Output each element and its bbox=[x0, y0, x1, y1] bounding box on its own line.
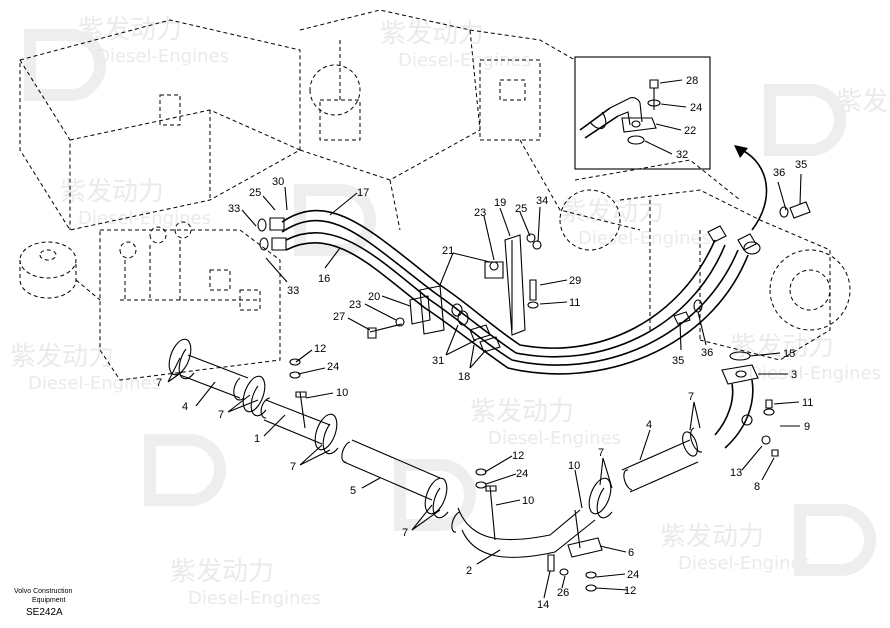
callout-2: 2 bbox=[466, 565, 472, 577]
callout-7: 7 bbox=[218, 409, 224, 421]
callout-20: 20 bbox=[368, 291, 380, 303]
callout-4: 4 bbox=[182, 401, 188, 413]
callout-31: 31 bbox=[432, 355, 444, 367]
watermark-text-en: Diesel-Engines bbox=[678, 553, 811, 574]
watermark-text-cn: 紫发动力 bbox=[836, 87, 890, 117]
callout-27: 27 bbox=[333, 311, 345, 323]
callout-19: 19 bbox=[494, 197, 506, 209]
detail-inset bbox=[574, 56, 711, 170]
callout-13: 13 bbox=[730, 467, 742, 479]
callout-34: 34 bbox=[536, 195, 548, 207]
callout-labels: 28 24 22 32 35 36 25 30 17 33 16 33 19 2… bbox=[156, 75, 813, 611]
right-fittings bbox=[673, 201, 811, 325]
callout-26: 26 bbox=[557, 587, 569, 599]
callout-22: 22 bbox=[684, 125, 696, 137]
callout-35: 35 bbox=[672, 355, 684, 367]
watermark-text-cn: 紫发动力 bbox=[470, 397, 574, 427]
watermark-text-cn: 紫发动力 bbox=[10, 342, 114, 372]
watermark-text-en: Diesel-Engines bbox=[188, 588, 321, 609]
callout-33: 33 bbox=[287, 285, 299, 297]
diagram-caption: Volvo Construction Equipment SE242A bbox=[14, 588, 72, 618]
callout-16: 16 bbox=[318, 273, 330, 285]
callout-6: 6 bbox=[628, 547, 634, 559]
callout-9: 9 bbox=[804, 421, 810, 433]
watermark-text-cn: 紫发动力 bbox=[660, 522, 764, 552]
callout-7: 7 bbox=[290, 461, 296, 473]
callout-24: 24 bbox=[327, 361, 339, 373]
watermark-logo bbox=[24, 29, 106, 101]
watermark-logo bbox=[294, 184, 376, 256]
callout-23: 23 bbox=[474, 207, 486, 219]
callout-3: 3 bbox=[791, 369, 797, 381]
watermark-logo bbox=[144, 434, 226, 506]
watermark-text-cn: 紫发动力 bbox=[730, 332, 834, 362]
watermark-text-en: Diesel-Engines bbox=[398, 50, 531, 71]
callout-30: 30 bbox=[272, 176, 284, 188]
callout-1: 1 bbox=[254, 433, 260, 445]
watermark-text-en: Diesel-Engines bbox=[28, 373, 161, 394]
callout-21: 21 bbox=[442, 245, 454, 257]
callout-7: 7 bbox=[688, 391, 694, 403]
callout-8: 8 bbox=[754, 481, 760, 493]
callout-12: 12 bbox=[512, 450, 524, 462]
callout-11: 11 bbox=[569, 297, 580, 309]
callout-15: 15 bbox=[783, 348, 795, 360]
callout-4: 4 bbox=[646, 419, 652, 431]
callout-12: 12 bbox=[314, 343, 326, 355]
callout-25: 25 bbox=[515, 203, 527, 215]
callout-5: 5 bbox=[350, 485, 356, 497]
detail-arrow bbox=[741, 149, 768, 231]
callout-24: 24 bbox=[690, 102, 702, 114]
callout-29: 29 bbox=[569, 275, 581, 287]
watermark-text-en: Diesel-Engines bbox=[578, 228, 711, 249]
watermark-text-cn: 紫发动力 bbox=[60, 177, 164, 207]
watermark-text-en: Diesel-Engines bbox=[96, 46, 229, 67]
watermark-logo bbox=[764, 84, 846, 156]
callout-24: 24 bbox=[516, 468, 528, 480]
callout-10: 10 bbox=[522, 495, 534, 507]
hydraulic-hoses bbox=[257, 209, 761, 375]
watermark-text-en: Diesel-Engines bbox=[748, 363, 881, 384]
callout-18: 18 bbox=[458, 371, 470, 383]
watermark-group: 紫发动力 Diesel-Engines 紫发动力 Diesel-Engines … bbox=[10, 15, 890, 609]
clamp-assembly bbox=[367, 233, 542, 339]
callout-10: 10 bbox=[568, 460, 580, 472]
watermark-text-cn: 紫发动力 bbox=[78, 15, 182, 45]
callout-36: 36 bbox=[773, 167, 785, 179]
lower-piping bbox=[168, 338, 703, 592]
caption-company-line2: Equipment bbox=[32, 597, 66, 604]
callout-14: 14 bbox=[537, 599, 549, 611]
callout-7: 7 bbox=[156, 377, 162, 389]
callout-25: 25 bbox=[249, 187, 261, 199]
watermark-text-en: Diesel-Engines bbox=[488, 428, 621, 449]
watermark-logo bbox=[794, 504, 876, 576]
watermark-text-cn: 紫发动力 bbox=[380, 19, 484, 49]
callout-11: 11 bbox=[802, 397, 813, 409]
arrow-head bbox=[734, 145, 748, 158]
callout-12: 12 bbox=[624, 585, 636, 597]
callout-28: 28 bbox=[686, 75, 698, 87]
caption-code: SE242A bbox=[26, 607, 63, 618]
callout-24: 24 bbox=[627, 569, 639, 581]
background-machinery bbox=[19, 9, 851, 381]
callout-7: 7 bbox=[402, 527, 408, 539]
callout-10: 10 bbox=[336, 387, 348, 399]
callout-36: 36 bbox=[701, 347, 713, 359]
callout-7: 7 bbox=[598, 447, 604, 459]
watermark-text-en: Diesel-Engines bbox=[78, 208, 211, 229]
callout-32: 32 bbox=[676, 149, 688, 161]
callout-33: 33 bbox=[228, 203, 240, 215]
watermark-logo bbox=[394, 459, 476, 531]
callout-17: 17 bbox=[357, 187, 369, 199]
caption-company-line1: Volvo Construction bbox=[14, 588, 72, 595]
leader-lines bbox=[167, 173, 802, 599]
watermark-text-cn: 紫发动力 bbox=[560, 197, 664, 227]
watermark-text-cn: 紫发动力 bbox=[170, 557, 274, 587]
callout-35: 35 bbox=[795, 159, 807, 171]
callout-23: 23 bbox=[349, 299, 361, 311]
elbow-assembly bbox=[714, 351, 779, 457]
